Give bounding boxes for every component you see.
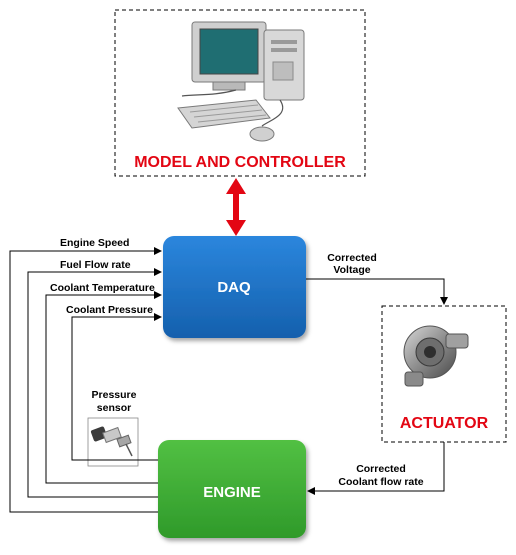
feedback-lines xyxy=(9,247,162,513)
engine-speed-label: Engine Speed xyxy=(60,237,129,249)
corrected-voltage-line xyxy=(306,278,448,305)
pressure-sensor: Pressure sensor xyxy=(87,389,139,467)
corrected-flow-line xyxy=(307,442,445,495)
pressure-sensor-label-line2: sensor xyxy=(97,402,131,414)
bidirectional-arrow xyxy=(226,178,246,236)
desktop-computer-icon xyxy=(177,21,305,142)
daq-label: DAQ xyxy=(217,279,251,296)
actuator-label: ACTUATOR xyxy=(400,415,489,432)
engine-speed-line xyxy=(9,247,162,513)
corrected-flow-label-line2: Coolant flow rate xyxy=(338,476,423,488)
corrected-flow-label-line1: Corrected xyxy=(356,463,406,475)
engine-label: ENGINE xyxy=(203,484,261,501)
engine-box: ENGINE xyxy=(158,440,306,538)
fuel-flow-line xyxy=(27,268,162,498)
model-controller-label: MODEL AND CONTROLLER xyxy=(134,154,346,171)
corrected-voltage-label-line1: Corrected xyxy=(327,252,377,264)
pressure-transducer-icon xyxy=(90,426,133,457)
coolant-pressure-label: Coolant Pressure xyxy=(66,304,153,316)
model-controller-box: MODEL AND CONTROLLER xyxy=(114,9,366,177)
daq-box: DAQ xyxy=(163,236,306,338)
pressure-sensor-label-line1: Pressure xyxy=(92,389,137,401)
coolant-temperature-label: Coolant Temperature xyxy=(50,282,155,294)
corrected-voltage-label-line2: Voltage xyxy=(333,264,370,276)
coolant-pressure-line xyxy=(71,313,162,461)
water-pump-icon xyxy=(403,325,469,387)
actuator-box: ACTUATOR xyxy=(381,305,507,443)
fuel-flow-rate-label: Fuel Flow rate xyxy=(60,259,131,271)
coolant-temperature-line xyxy=(45,291,162,484)
